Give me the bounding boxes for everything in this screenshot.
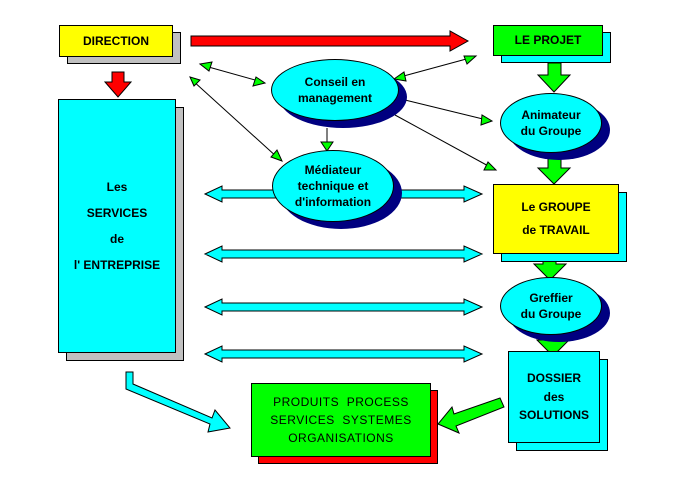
produits-box: PRODUITS PROCESS SERVICES SYSTEMES ORGAN… <box>251 383 431 457</box>
greffier-line-2: du Groupe <box>520 307 582 321</box>
link-conseil-projet <box>399 57 471 78</box>
dossier-line-1: DOSSIER <box>526 371 581 386</box>
dossier-line-3: SOLUTIONS <box>518 408 589 423</box>
double-arrow-row-3 <box>203 298 484 316</box>
projet-label: LE PROJET <box>514 33 582 48</box>
direction-label: DIRECTION <box>83 33 149 48</box>
arrowhead-projet <box>463 55 478 65</box>
services-line-3: de <box>109 232 124 246</box>
arrowhead-mediateur-diag <box>270 149 283 162</box>
conseil-line-2: management <box>297 91 373 105</box>
projet-box: LE PROJET <box>493 25 603 56</box>
produits-line-3: ORGANISATIONS <box>288 431 394 445</box>
red-arrow-direction-projet <box>190 30 470 52</box>
produits-line-2: SERVICES SYSTEMES <box>270 413 412 427</box>
mediateur-line-1: Médiateur <box>304 162 362 177</box>
services-line-4: l' ENTREPRISE <box>73 258 161 273</box>
direction-box: DIRECTION <box>59 25 173 57</box>
services-line-2: SERVICES <box>86 205 148 220</box>
arrowhead-top-left <box>198 61 213 72</box>
green-arrow-projet-animateur <box>536 62 572 93</box>
arrowhead-groupe <box>483 161 498 171</box>
red-arrow-direction-services <box>103 71 133 98</box>
greffier-line-1: Greffier <box>529 290 573 305</box>
mediateur-ellipse: Médiateur technique et d'information <box>272 150 394 222</box>
link-conseil-groupe <box>394 114 493 169</box>
animateur-line-2: du Groupe <box>520 124 582 138</box>
mediateur-line-3: d'information <box>294 195 372 210</box>
animateur-line-1: Animateur <box>521 107 581 122</box>
animateur-ellipse: Animateur du Groupe <box>500 93 602 153</box>
arrowhead-conseil-right <box>392 71 407 82</box>
dossier-line-2: des <box>543 389 565 404</box>
greffier-ellipse: Greffier du Groupe <box>500 277 602 335</box>
double-arrow-row-4 <box>203 345 484 363</box>
produits-line-1: PRODUITS PROCESS <box>273 395 409 409</box>
link-left-mediateur <box>191 79 279 159</box>
bent-arrow-services-produits <box>125 371 231 433</box>
arrowhead-animateur <box>480 114 494 126</box>
link-top-conseil <box>204 65 263 83</box>
link-conseil-animateur <box>404 99 488 121</box>
green-arrow-animateur-groupe <box>536 155 572 185</box>
arrowhead-left-diag <box>189 76 201 87</box>
groupe-line-2: de TRAVAIL <box>522 223 590 237</box>
groupe-box: Le GROUPE de TRAVAIL <box>493 184 619 254</box>
arrowhead-conseil-left <box>252 76 267 87</box>
arrowhead-mediateur-top <box>320 141 334 152</box>
small-green-arrowheads <box>189 55 498 171</box>
green-arrow-dossier-produits <box>437 397 505 434</box>
conseil-line-1: Conseil en <box>304 74 366 89</box>
conseil-ellipse: Conseil en management <box>271 59 399 121</box>
dossier-box: DOSSIER des SOLUTIONS <box>508 351 600 443</box>
mediateur-line-2: technique et <box>297 178 369 193</box>
double-arrow-row-2 <box>203 245 484 263</box>
thin-links <box>191 57 493 169</box>
services-box: Les SERVICES de l' ENTREPRISE <box>58 99 176 353</box>
groupe-line-1: Le GROUPE <box>521 200 591 215</box>
services-line-1: Les <box>106 179 128 194</box>
